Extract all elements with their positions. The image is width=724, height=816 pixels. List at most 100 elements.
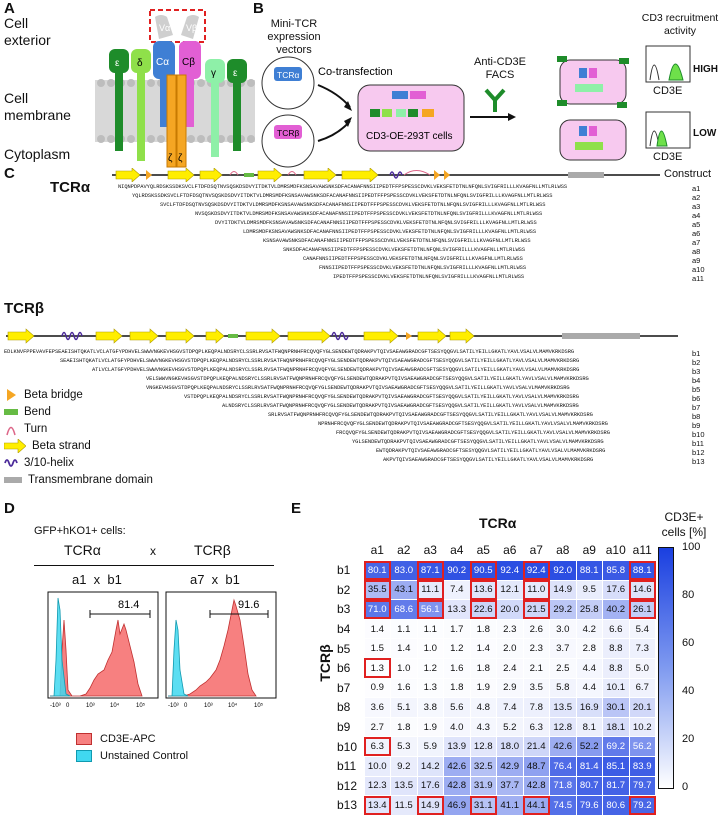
x-tick: 10⁵ — [136, 702, 146, 709]
tcra-vector-label: TCRα — [277, 70, 299, 80]
tcrb-seq-b2: SEAEISHTQKATLVCLATGFYPDHVELSWWVNGKEVHSGV… — [60, 358, 580, 364]
heatmap-cell: 22.6 — [469, 599, 497, 620]
cd3e-low-axis: CD3E — [653, 151, 683, 163]
panel-label-a: A — [4, 0, 15, 17]
heatmap-cell: 1.8 — [390, 716, 418, 738]
heatmap-cell: 14.6 — [628, 579, 656, 601]
x-tick: 10⁴ — [228, 702, 238, 709]
heatmap-cell: 4.4 — [575, 677, 603, 699]
histogram-a1-b1: 81.4 -10³ 0 10³ 10⁴ 10⁵ — [47, 591, 159, 709]
legend-beta-bridge: Beta bridge — [24, 388, 83, 401]
colorbar-tick: 0 — [682, 781, 689, 793]
heatmap-cell: 85.8 — [602, 560, 630, 581]
heatmap-cell: 80.7 — [575, 775, 603, 797]
x-tick: 10³ — [86, 703, 95, 709]
recruit-activity-label: CD3 recruitment activity — [641, 12, 719, 37]
colorbar-tick: 80 — [682, 589, 695, 601]
column-header: a2 — [397, 543, 411, 557]
heatmap-cell: 1.8 — [469, 657, 497, 679]
heatmap-cell: 4.8 — [469, 697, 497, 718]
heatmap-cell: 76.4 — [549, 755, 577, 777]
d-x-label: x — [150, 544, 156, 558]
heatmap-cell: 35.5 — [363, 579, 391, 601]
heatmap-cell: 13.5 — [549, 697, 577, 718]
heatmap-cell: 1.2 — [416, 657, 444, 679]
cbeta-label: Cβ — [182, 57, 195, 68]
heatmap-cell: 43.1 — [390, 579, 418, 601]
heatmap-cell: 10.0 — [363, 755, 391, 777]
vb-label: Vβ — [186, 23, 197, 33]
heatmap-cell: 83.0 — [390, 560, 418, 581]
row-header: b2 — [337, 582, 351, 597]
heatmap-cell: 30.1 — [602, 697, 630, 718]
heatmap-cell: 12.3 — [363, 775, 391, 797]
row-header: b7 — [337, 680, 351, 695]
row-header: b9 — [337, 720, 351, 735]
heatmap-cell: 2.1 — [522, 657, 550, 679]
heatmap-cell: 20.1 — [628, 697, 656, 718]
tcra-seq-a6: LDMRSMDFKSNSAVAWSNKSDFACANAFNNSIIPEDTFFP… — [243, 229, 537, 235]
row-header: b8 — [337, 700, 351, 715]
heatmap-cell: 7.8 — [522, 697, 550, 718]
heatmap-cell: 3.6 — [363, 697, 391, 718]
construct-id: a5 — [692, 220, 701, 229]
cd3-epsilon-right-domain — [227, 59, 247, 83]
x-tick: 10⁵ — [254, 702, 264, 709]
heatmap-cell: 1.3 — [416, 677, 444, 699]
d-tcra-label: TCRα — [64, 542, 101, 558]
heatmap-cell: 92.4 — [496, 560, 524, 581]
column-header: a10 — [605, 543, 626, 557]
d-tcrb-label: TCRβ — [194, 542, 231, 558]
structure-legend: Beta bridge Bend Turn Beta strand 3/10-h… — [4, 386, 154, 488]
heatmap-cell: 1.5 — [363, 638, 391, 659]
heatmap-cell: 11.0 — [522, 579, 550, 601]
colorbar-tick: 100 — [682, 541, 701, 553]
heatmap-cell: 1.4 — [469, 638, 497, 659]
construct-id: a10 — [692, 265, 705, 274]
cd3-gamma-domain — [205, 59, 225, 83]
heatmap-cell: 5.8 — [549, 677, 577, 699]
construct-id: a6 — [692, 229, 701, 238]
heatmap-cell: 1.1 — [390, 618, 418, 640]
heatmap-cell: 8.1 — [575, 716, 603, 738]
workflow-diagram: TCRα TCRβ Co-transfection CD3-OE-293T ce… — [261, 56, 516, 168]
construct-id: b7 — [692, 403, 701, 412]
cd3-oe-293t-cell-box — [357, 84, 465, 152]
cell-exterior-label: Cell exterior — [4, 15, 51, 48]
heatmap-cell: 46.9 — [443, 795, 471, 816]
panel-label-b: B — [253, 0, 264, 17]
heatmap-cell: 25.8 — [575, 599, 603, 620]
cd3-delta-domain — [131, 49, 151, 73]
arrow-a — [317, 84, 351, 108]
construct-id: a4 — [692, 211, 701, 220]
tcra-seq-a9: CANAFNNSIIPEDTFFPSPESSCDVKLVEKSFETDTNLNF… — [303, 256, 523, 262]
legend-turn: Turn — [24, 422, 48, 435]
heatmap-cell: 2.5 — [549, 657, 577, 679]
heatmap-cell: 3.7 — [549, 638, 577, 659]
heatmap-cell: 81.7 — [602, 775, 630, 797]
construct-id: a9 — [692, 256, 701, 265]
heatmap-cell: 12.8 — [549, 716, 577, 738]
heatmap-cell: 8.8 — [602, 638, 630, 659]
construct-id: b1 — [692, 349, 701, 358]
heatmap-cell: 13.6 — [469, 579, 497, 601]
turn-icon — [6, 426, 16, 435]
heatmap-cell: 1.0 — [390, 657, 418, 679]
heatmap-cell: 11.1 — [416, 579, 444, 601]
construct-id: b9 — [692, 421, 701, 430]
construct-id: a7 — [692, 238, 701, 247]
tcra-construct-ids: a1 a2 a3 a4 a5 a6 a7 a8 a9 a10 a11 — [692, 184, 705, 283]
panel-label-e: E — [291, 500, 302, 517]
heatmap-cell: 11.5 — [390, 795, 418, 816]
construct-id: b13 — [692, 457, 705, 466]
heatmap-cell: 1.6 — [390, 677, 418, 699]
heatmap-cell: 92.4 — [522, 560, 550, 581]
row-header: b4 — [337, 622, 351, 637]
x-tick: 10³ — [204, 703, 213, 709]
row-header: b3 — [337, 602, 351, 617]
